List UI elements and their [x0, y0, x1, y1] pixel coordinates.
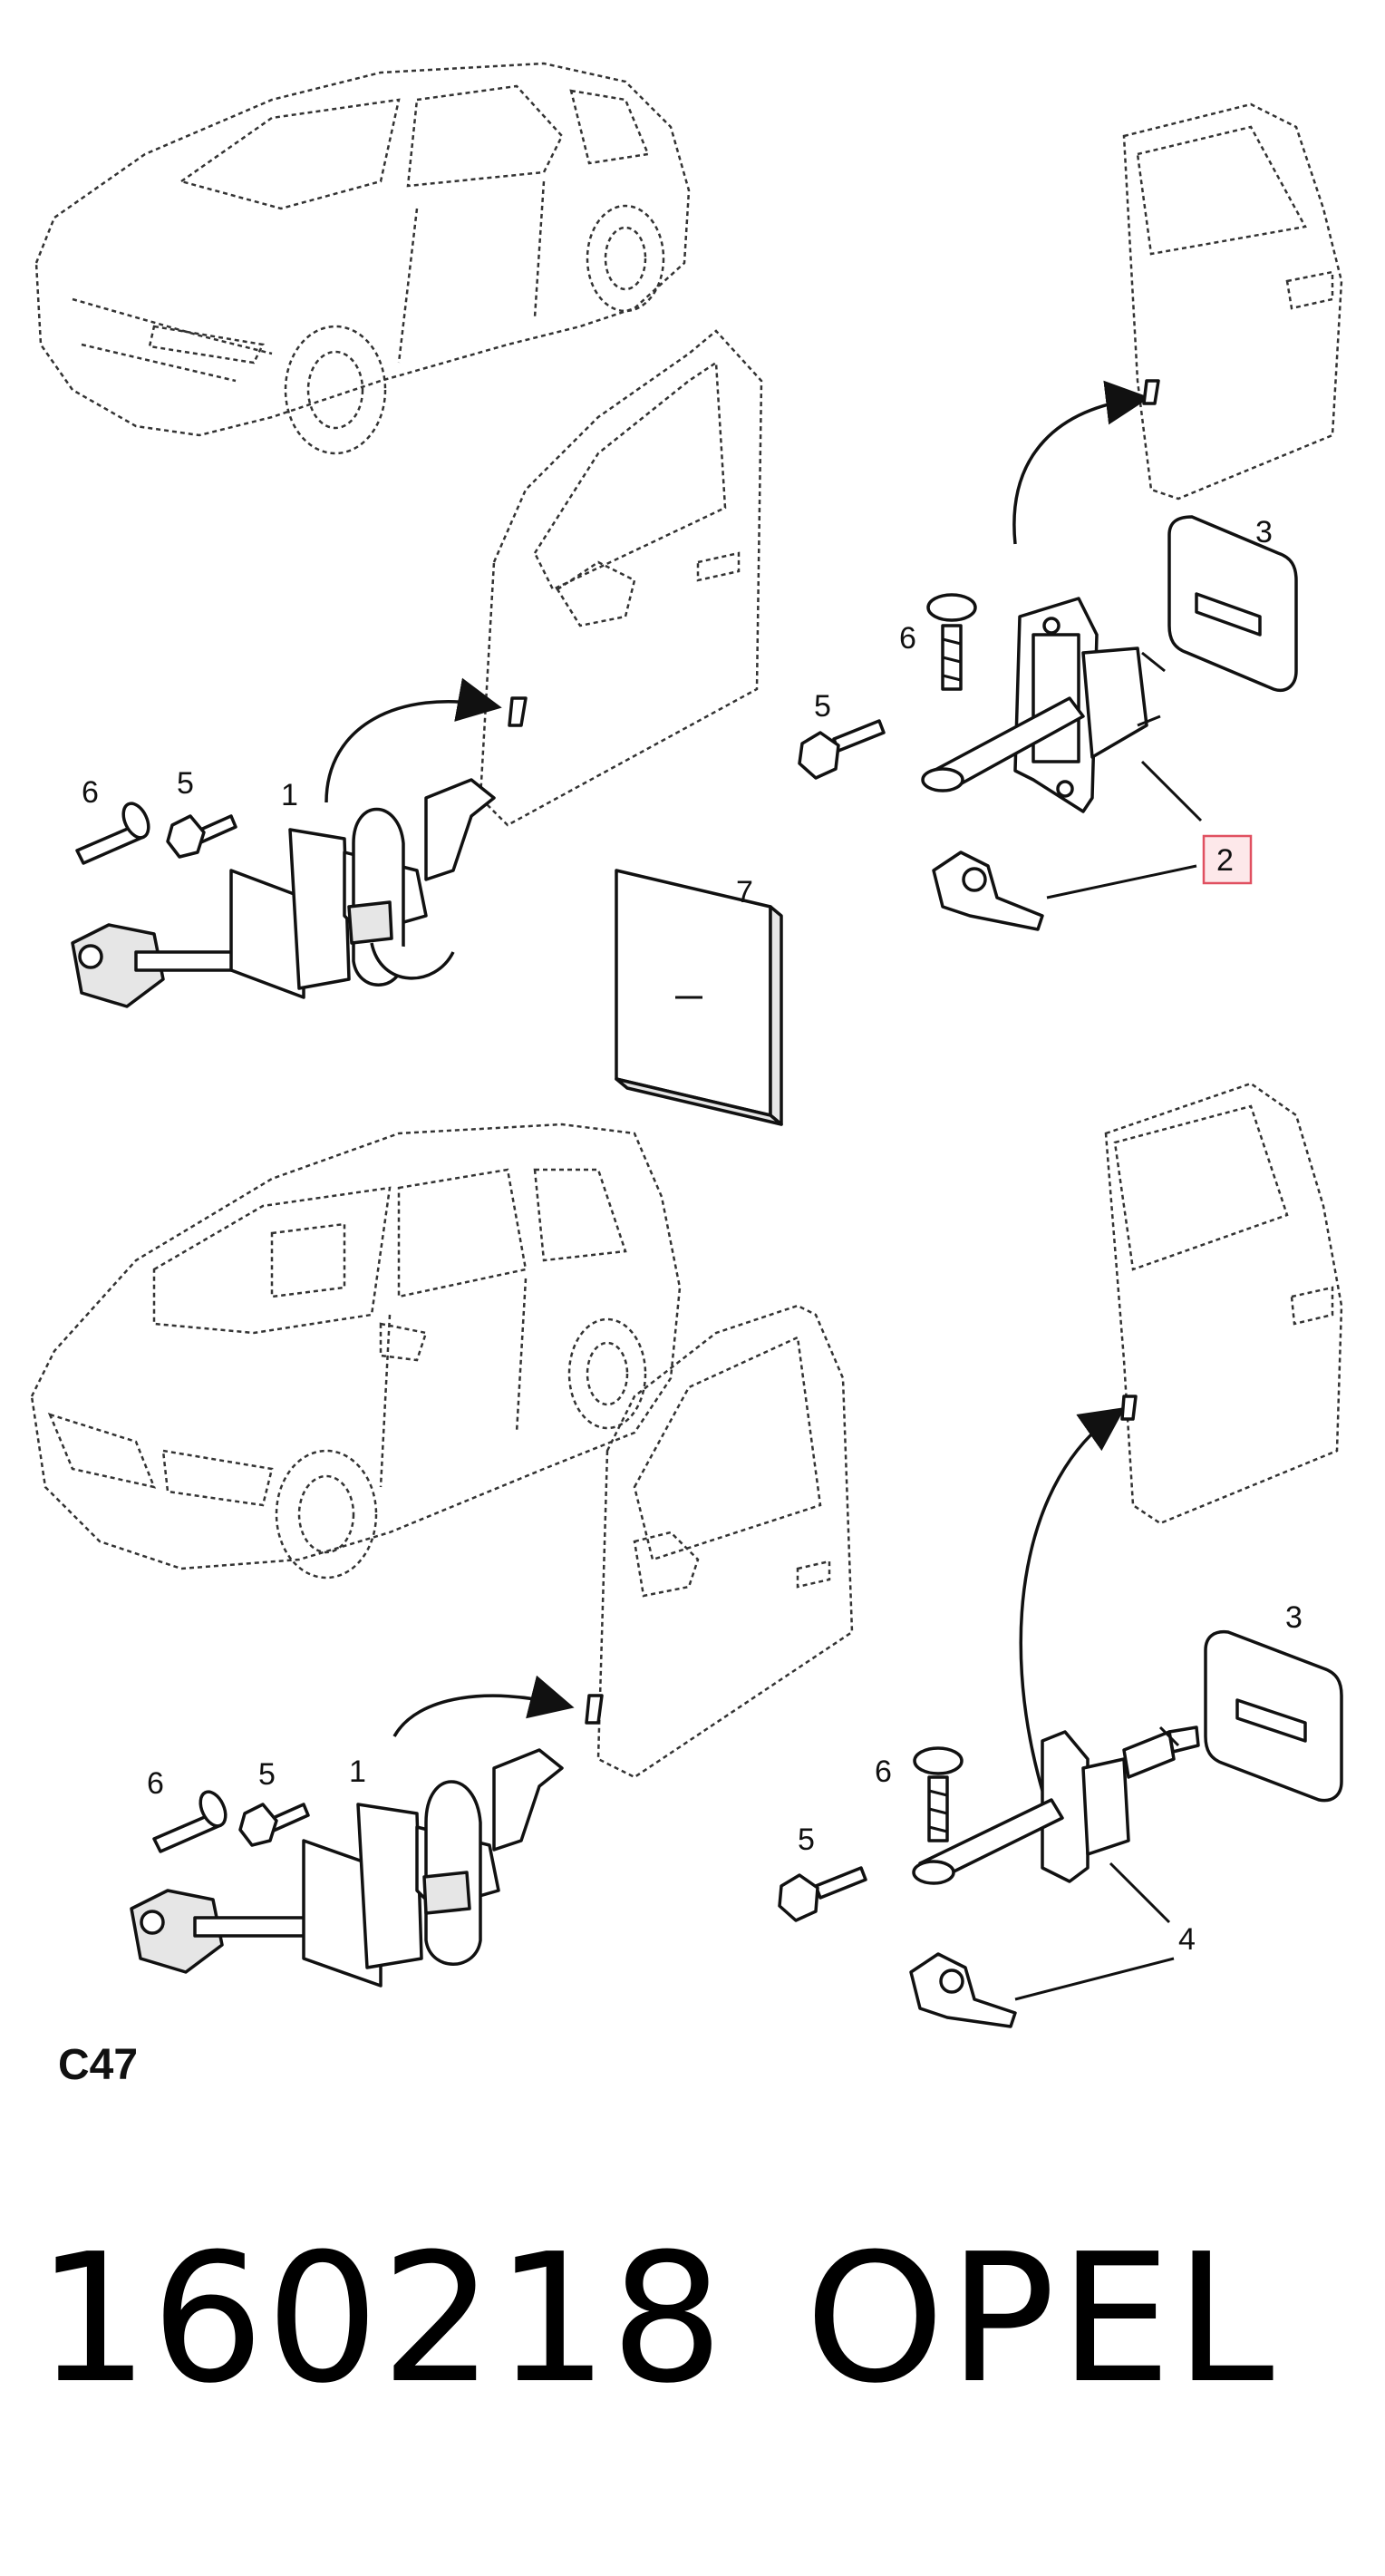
nut-5-top-right: [798, 719, 886, 780]
bolt-6-bottom-right: [913, 1746, 964, 1842]
front-door-top: [479, 329, 763, 827]
callout-7: 7: [736, 875, 753, 909]
rubber-pad-3-bottom: [1204, 1629, 1343, 1803]
front-door-bottom: [596, 1304, 854, 1779]
callout-4: 4: [1178, 1922, 1196, 1957]
callout-5-top-left: 5: [177, 766, 194, 801]
mpv-car-illustration: [30, 1123, 682, 1580]
front-door-check-strap-top: [71, 778, 496, 1008]
rear-door-check-strap-bottom: [912, 1725, 1200, 1885]
callout-2-highlighted: 2: [1202, 834, 1253, 885]
callout-6-top-right: 6: [899, 621, 916, 656]
nut-5-bottom-left: [238, 1803, 310, 1847]
callout-3-bottom: 3: [1285, 1600, 1303, 1635]
front-door-check-strap-bottom: [130, 1748, 564, 1988]
foam-pad-7: [615, 869, 783, 1126]
striker-bracket-top: [932, 851, 1044, 931]
callout-5-top-right: 5: [814, 689, 831, 724]
nut-5-bottom-right: [778, 1866, 867, 1922]
part-number: 160218: [36, 2216, 726, 2423]
callout-5-bottom-right: 5: [798, 1823, 815, 1857]
callout-6-bottom-right: 6: [875, 1755, 892, 1789]
callout-6-bottom-left: 6: [147, 1766, 164, 1801]
nut-5-top-left: [166, 814, 237, 859]
section-code: C47: [58, 2041, 139, 2089]
callout-1-top: 1: [281, 778, 298, 812]
rubber-pad-3-top: [1167, 515, 1298, 692]
callout-3-top: 3: [1255, 515, 1273, 549]
callout-6-top-left: 6: [82, 775, 99, 810]
striker-bracket-bottom: [909, 1952, 1017, 2028]
callout-1-bottom: 1: [349, 1755, 366, 1789]
bolt-6-bottom-left: [152, 1790, 228, 1853]
hatchback-car-illustration: [34, 62, 691, 455]
brand-name: OPEL: [805, 2216, 1278, 2423]
bolt-6-top-right: [926, 593, 977, 691]
rear-door-bottom: [1104, 1082, 1343, 1525]
bolt-6-top-left: [75, 802, 150, 865]
callout-5-bottom-left: 5: [258, 1757, 276, 1792]
rear-door-check-strap-top: [921, 597, 1166, 813]
rear-door-top: [1122, 102, 1343, 501]
svg-text:2: 2: [1216, 843, 1234, 878]
